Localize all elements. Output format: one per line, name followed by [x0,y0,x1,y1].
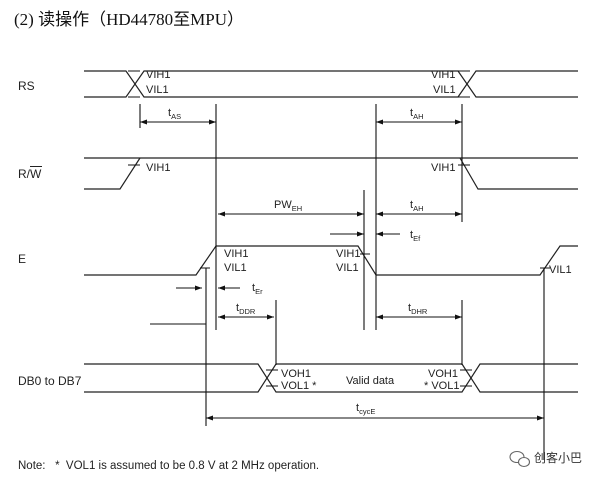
rs-vih1-left: VIH1 [146,69,170,81]
tddr-label: tDDR [236,302,256,316]
tef-label: tEf [410,229,421,243]
watermark: 创客小巴 [509,450,582,468]
rw-waveform [84,157,578,190]
e-vil1-right: VIL1 [549,264,572,276]
e-vil1-mid: VIL1 [336,262,359,274]
svg-text:R/W: R/W [18,167,42,181]
e-vih1-mid: VIH1 [336,248,360,260]
e-vih1-left: VIH1 [224,248,248,260]
rs-vil1-left: VIL1 [146,84,169,96]
db-voh1-left: VOH1 [281,368,311,380]
rw-vih1-left: VIH1 [146,162,170,174]
db-voh1-right: VOH1 [428,368,458,380]
ter-label: tEr [252,282,263,296]
reference-lines [139,104,545,460]
db-vol1-left: VOL1 * [281,380,317,392]
signal-label-db: DB0 to DB7 [18,374,82,388]
e-waveform [84,245,578,276]
page-title: (2) 读操作（HD44780至MPU） [14,10,244,29]
db-vol1-right: * VOL1 [424,380,459,392]
rs-vih1-right: VIH1 [431,69,455,81]
tah-rw-label: tAH [410,199,423,213]
signal-label-e: E [18,252,26,266]
watermark-text: 创客小巴 [534,450,582,465]
db-valid-data: Valid data [346,375,395,387]
tdhr-label: tDHR [408,302,428,316]
tddr-dimension [150,314,274,325]
rs-vil1-right: VIL1 [433,84,456,96]
rs-waveform [84,70,578,98]
tas-label: tAS [168,107,181,121]
tcyce-label: tcycE [356,402,375,416]
tah-rs-label: tAH [410,107,423,121]
signal-label-rs: RS [18,79,35,93]
db-waveform [84,363,578,393]
pweh-label: PWEH [274,199,302,213]
e-vil1-left: VIL1 [224,262,247,274]
footnote: Note: * VOL1 is assumed to be 0.8 V at 2… [18,460,319,472]
signal-label-rw: R/W [18,166,42,181]
wechat-icon [509,450,531,468]
rw-vih1-right: VIH1 [431,162,455,174]
